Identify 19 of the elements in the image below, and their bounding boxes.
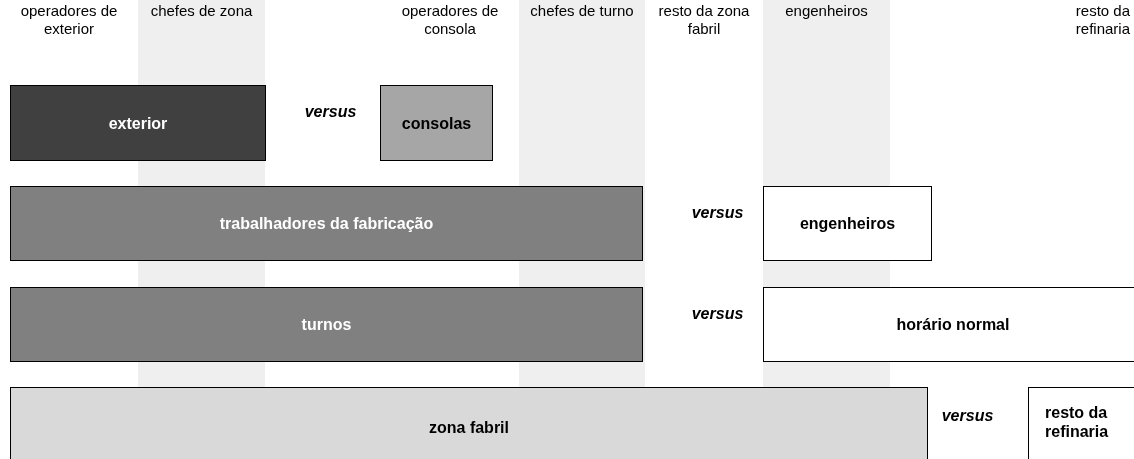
category-box: engenheiros [763, 186, 932, 261]
category-box: exterior [10, 85, 266, 161]
column-header: resto da refinaria [1074, 2, 1130, 38]
column-header: chefes de turno [529, 2, 635, 20]
category-box: trabalhadores da fabricação [10, 186, 643, 261]
versus-label: versus [690, 305, 745, 323]
category-box: zona fabril [10, 387, 928, 459]
category-box: resto da refinaria [1028, 387, 1134, 459]
column-header: resto da zona fabril [657, 2, 751, 38]
column-header: operadores de exterior [19, 2, 119, 38]
column-header: chefes de zona [149, 2, 254, 20]
column-header: operadores de consola [400, 2, 500, 38]
category-box: horário normal [763, 287, 1134, 362]
column-header: engenheiros [784, 2, 869, 20]
category-box: consolas [380, 85, 493, 161]
versus-label: versus [690, 204, 745, 222]
category-box: turnos [10, 287, 643, 362]
versus-label: versus [940, 407, 995, 425]
versus-label: versus [303, 103, 358, 121]
